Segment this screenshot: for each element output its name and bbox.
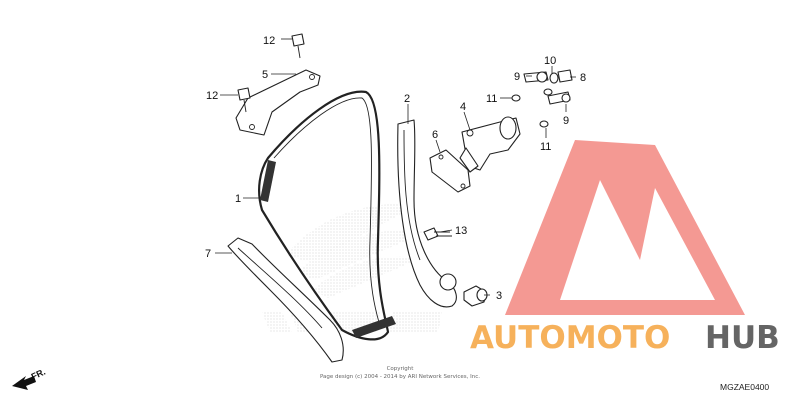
copyright-line2: Page design (c) 2004 - 2014 by ARI Netwo… [320, 374, 480, 380]
cam-chain-part [258, 90, 396, 341]
washer-icon [511, 94, 521, 102]
copyright-line1: Copyright [387, 366, 415, 372]
tensioner-lifter-part [459, 116, 521, 173]
washer-icon [539, 120, 549, 128]
callout-11-bottom: 11 [540, 141, 551, 153]
diagram-code: MGZAE0400 [720, 382, 769, 392]
chain-guide-part [227, 237, 344, 363]
callout-labels: 12 5 12 1 7 2 4 6 13 3 9 11 10 8 9 11 [205, 35, 586, 302]
callout-9-right: 9 [563, 115, 569, 127]
sealing-bolt-part [463, 285, 488, 307]
automotohub-wordmark: AUTOMOTO HUB [470, 320, 780, 356]
arrow-fr-icon: FR. [12, 367, 47, 390]
bolt-icon [547, 91, 571, 105]
callout-2: 2 [404, 93, 410, 105]
callout-7: 7 [205, 248, 211, 260]
bolt-icon [423, 227, 452, 241]
bolt-icon [549, 69, 573, 84]
callout-10: 10 [544, 55, 556, 67]
leader-lines [215, 38, 576, 296]
callout-13: 13 [455, 225, 467, 237]
wordmark-automoto: AUTOMOTO [470, 320, 670, 356]
tensioner-arm-part [397, 119, 457, 308]
callout-8: 8 [580, 72, 586, 84]
guide-plate-part [235, 69, 321, 136]
callout-9-top: 9 [514, 71, 520, 83]
callout-5: 5 [262, 69, 268, 81]
callout-12-left: 12 [206, 90, 218, 102]
callout-3: 3 [496, 290, 502, 302]
bolt-icon [291, 33, 305, 59]
callout-12-top: 12 [263, 35, 275, 47]
callout-4: 4 [460, 101, 466, 113]
callout-11-left: 11 [486, 93, 497, 105]
bolt-icon [237, 87, 251, 113]
bolt-icon [523, 71, 549, 83]
washer-icon [543, 88, 553, 96]
direction-label: FR. [30, 367, 47, 382]
honda-wing-logo [262, 204, 442, 332]
wordmark-hub: HUB [705, 320, 780, 356]
gasket-icon [429, 149, 471, 193]
callout-1: 1 [235, 193, 241, 205]
callout-6: 6 [432, 129, 438, 141]
automotohub-logo [505, 140, 745, 315]
